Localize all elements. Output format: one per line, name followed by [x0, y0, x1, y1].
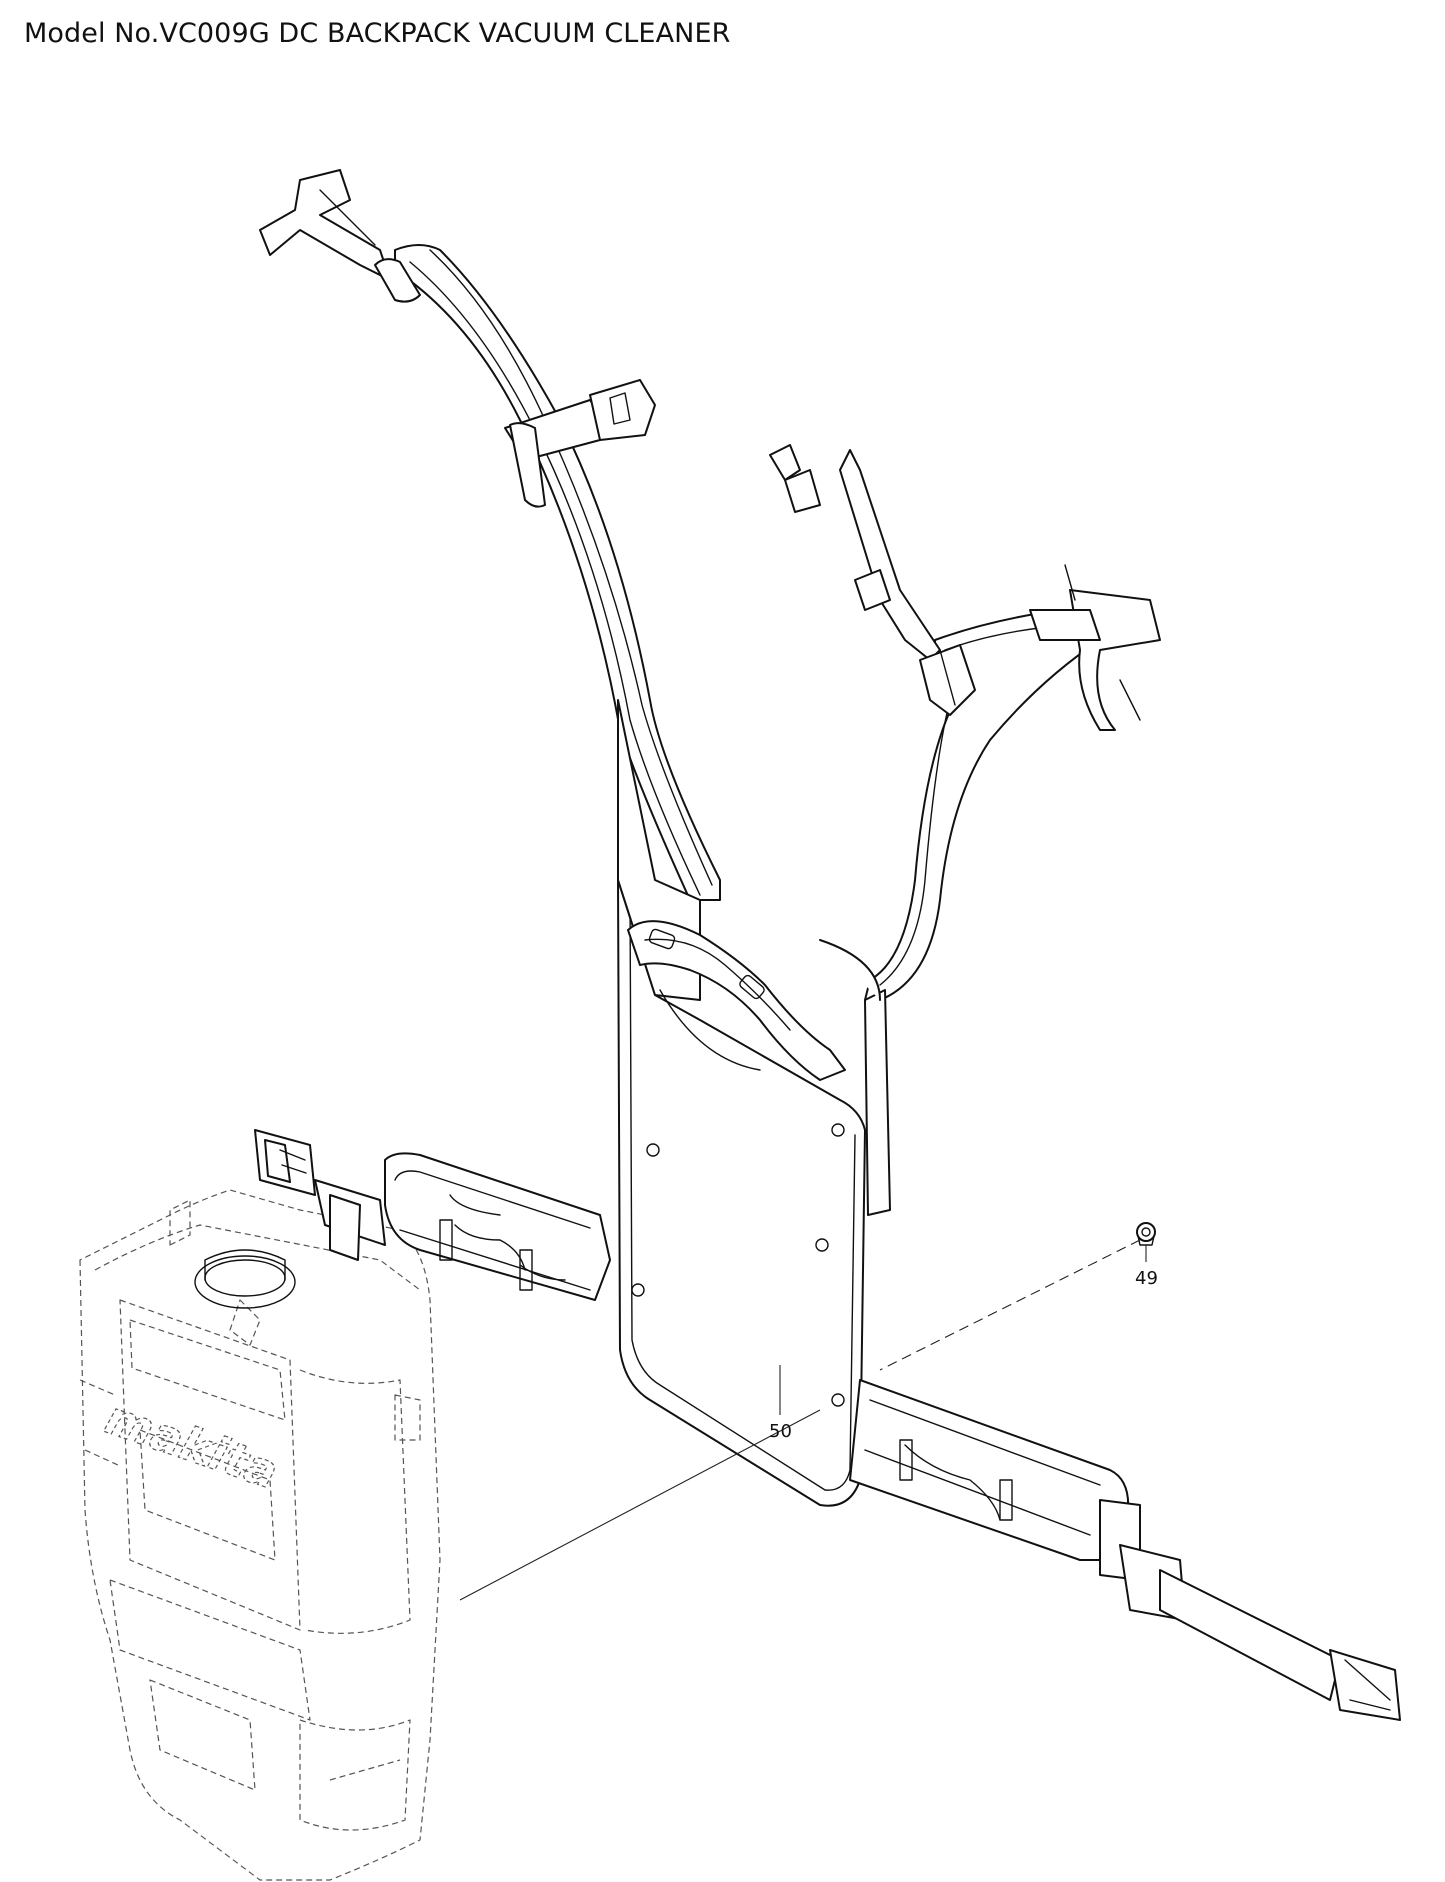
backpack-harness [259, 169, 1161, 1507]
leader-49 [879, 1239, 1141, 1371]
screw-part [1136, 1222, 1156, 1246]
waist-belt-right [849, 1379, 1401, 1721]
page-title: Model No.VC009G DC BACKPACK VACUUM CLEAN… [24, 18, 731, 49]
callout-49: 49 [1135, 1268, 1158, 1289]
waist-belt-left [254, 1129, 611, 1301]
leader-50-body [459, 1409, 821, 1601]
callout-50: 50 [769, 1421, 792, 1442]
makita-logo: makita [95, 1392, 290, 1498]
vacuum-body-reference: makita [79, 1189, 441, 1881]
